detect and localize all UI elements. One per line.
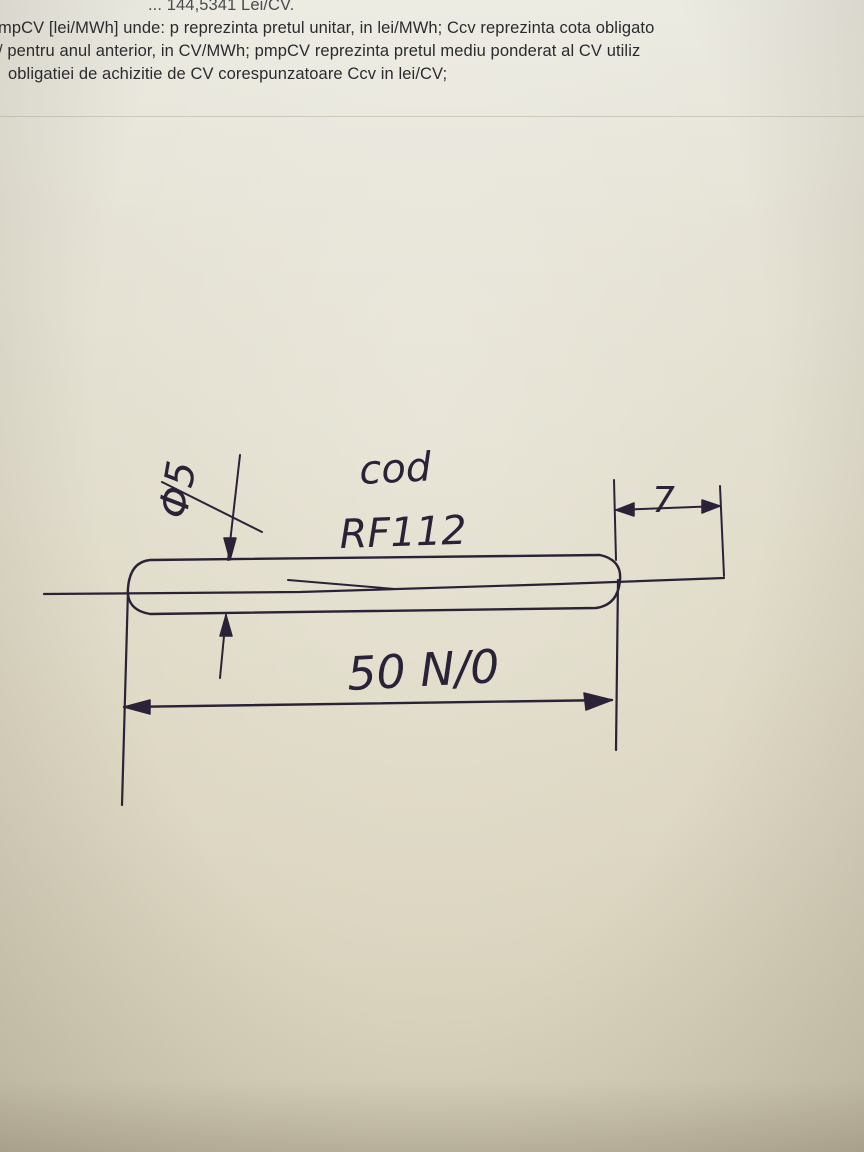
diameter-arrow-bottom [219, 614, 233, 637]
diameter-label: Φ5 [151, 458, 206, 522]
length-arrow-right [583, 692, 613, 711]
length-label: 50 N/0 [346, 639, 501, 701]
end-extension-line [719, 485, 725, 577]
printed-line-0: ... 144,5341 Lei/CV. [148, 0, 295, 14]
rod-outline [126, 553, 622, 616]
printed-line-1: mpCV [lei/MWh] unde: p reprezinta pretul… [0, 19, 655, 37]
printed-line-3: obligatiei de achizitie de CV corespunza… [8, 65, 448, 83]
end-arrow-right [701, 499, 721, 514]
printed-document-text: ... 144,5341 Lei/CV. mpCV [lei/MWh] unde… [0, 0, 864, 86]
end-arrow-left [615, 502, 635, 517]
code-label: cod [358, 444, 433, 494]
end-length-label: 7 [652, 480, 675, 521]
page-divider [0, 116, 864, 117]
code-value: RF112 [339, 508, 468, 558]
length-dimension-line [122, 698, 614, 709]
length-arrow-left [123, 699, 151, 715]
diameter-arrow-top [223, 537, 237, 561]
paper-shadow [0, 1080, 864, 1152]
right-extension-line [614, 578, 620, 752]
centerline [42, 576, 726, 596]
diameter-slash [161, 481, 263, 533]
left-extension-line [120, 588, 130, 807]
printed-line-2: / pentru anul anterior, in CV/MWh; pmpCV… [0, 42, 641, 60]
rod-right-extension-line [613, 479, 617, 561]
centerline-inner-stroke [287, 579, 396, 590]
